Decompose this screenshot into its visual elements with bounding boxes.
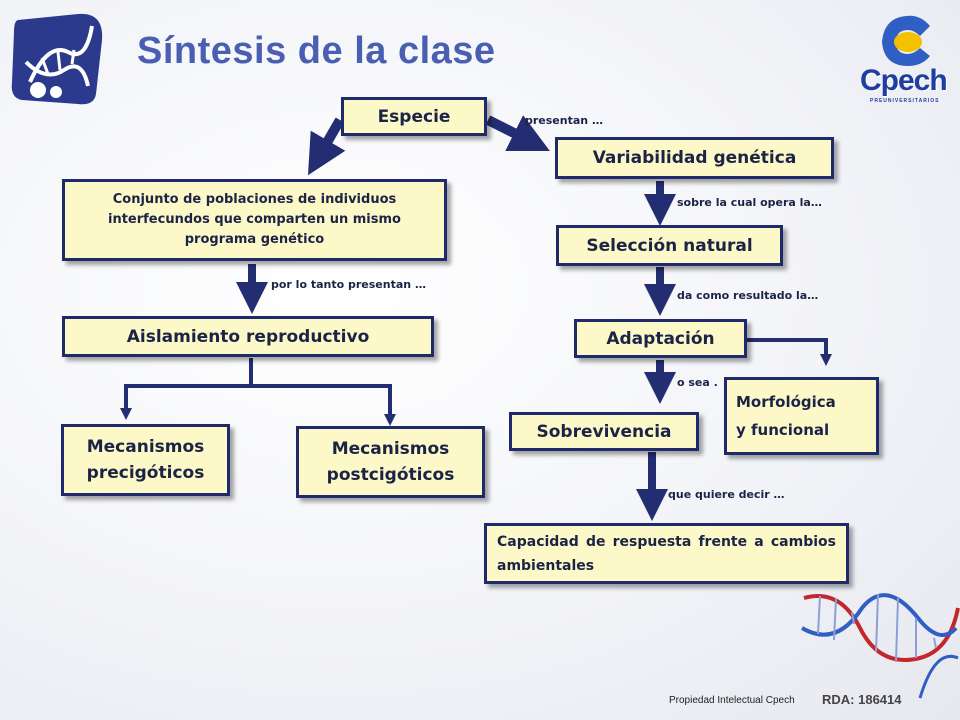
footer-property: Propiedad Intelectual Cpech: [669, 695, 795, 706]
connector-aislamiento-split: [126, 358, 390, 388]
label-o-sea: o sea .: [677, 376, 718, 389]
node-adaptacion: Adaptación: [574, 319, 747, 358]
footer-rda: RDA: 186414: [822, 692, 902, 707]
arrow-especie-conjunto: [307, 117, 346, 176]
node-sobrevivencia: Sobrevivencia: [509, 412, 699, 451]
node-mecanismos-postcigoticos: Mecanismos postcigóticos: [296, 426, 485, 498]
dna-helix-icon: [800, 593, 960, 699]
cpech-subtitle: PREUNIVERSITARIOS: [870, 98, 940, 104]
arrow-especie-variabilidad: [485, 115, 550, 151]
funcional-text: y funcional: [736, 421, 830, 439]
cpech-wordmark: Cpech: [860, 64, 948, 97]
node-variabilidad-genetica: Variabilidad genética: [555, 137, 834, 179]
connector-adaptacion-morfologica: [747, 338, 832, 366]
node-especie: Especie: [341, 97, 487, 136]
dna-logo-icon: [11, 13, 103, 105]
morfologica-text: Morfológica: [736, 393, 836, 411]
node-seleccion-natural: Selección natural: [556, 225, 783, 266]
label-por-lo-tanto: por lo tanto presentan …: [271, 278, 426, 291]
node-conjunto-poblaciones: Conjunto de poblaciones de individuos in…: [62, 179, 447, 261]
node-morfologica-funcional: Morfológica y funcional: [724, 377, 879, 455]
label-que-quiere: que quiere decir …: [668, 488, 785, 501]
label-presentan: presentan …: [525, 114, 603, 127]
cpech-logo-icon: [882, 15, 930, 66]
page-title: Síntesis de la clase: [137, 30, 496, 72]
label-sobre-la-cual: sobre la cual opera la…: [677, 196, 822, 209]
node-mecanismos-precigoticos: Mecanismos precigóticos: [61, 424, 230, 496]
node-aislamiento-reproductivo: Aislamiento reproductivo: [62, 316, 434, 357]
label-da-como: da como resultado la…: [677, 289, 819, 302]
node-capacidad-respuesta: Capacidad de respuesta frente a cambios …: [484, 523, 849, 584]
